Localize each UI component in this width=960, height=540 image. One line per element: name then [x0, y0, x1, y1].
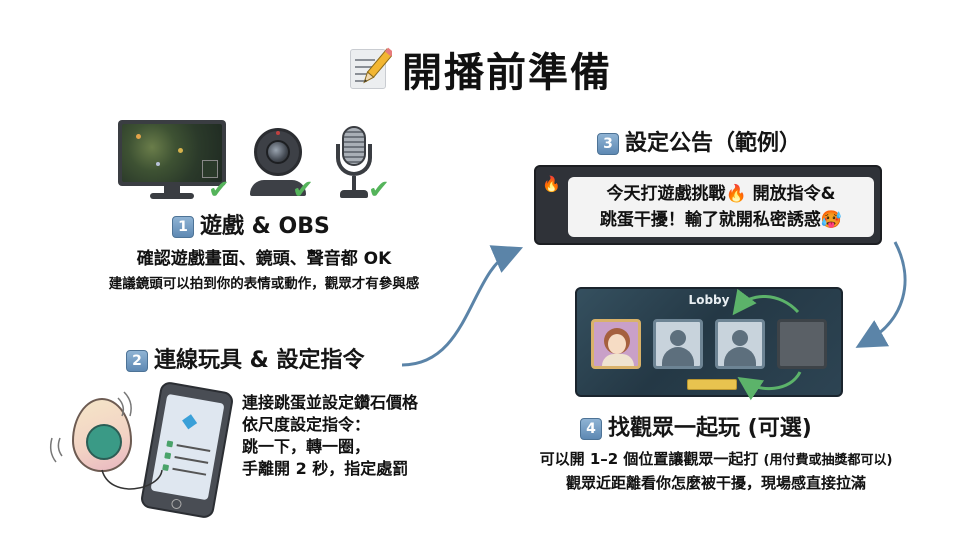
- empty-slot: [777, 319, 827, 369]
- lobby-swap-arrow-bottom: [737, 371, 802, 401]
- memo-pencil-icon: [348, 45, 392, 93]
- number-badge-1: 1: [172, 216, 194, 238]
- section-2-details: 連接跳蛋並設定鑽石價格 依尺度設定指令： 跳一下，轉一圈， 手離開 2 秒，指定…: [242, 393, 419, 478]
- arrow-2-to-3: [401, 245, 524, 367]
- announcement-line1: 今天打遊戲挑戰🔥 開放指令&: [606, 184, 836, 204]
- lobby-panel: Lobby: [575, 287, 843, 397]
- lobby-swap-arrow-top: [732, 288, 800, 316]
- check-icon: ✔: [368, 175, 390, 205]
- title-text: 開播前準備: [402, 50, 612, 96]
- arrow-3-to-4: [855, 241, 907, 348]
- page-title: 開播前準備: [0, 40, 960, 98]
- check-icon: ✔: [292, 175, 314, 205]
- viewer-slot: [715, 319, 765, 369]
- announcement-box: 🔥 今天打遊戲挑戰🔥 開放指令& 跳蛋干擾！輸了就開私密誘惑🥵: [534, 165, 882, 245]
- announcement-line2: 跳蛋干擾！輸了就開私密誘惑🥵: [599, 210, 843, 230]
- microphone-icon: [332, 126, 376, 202]
- viewer-slot: [653, 319, 703, 369]
- number-badge-3: 3: [597, 133, 619, 155]
- monitor-game-icon: [118, 120, 226, 200]
- lobby-label: Lobby: [688, 293, 730, 307]
- fire-icon: 🔥: [542, 175, 561, 193]
- number-badge-2: 2: [126, 350, 148, 372]
- webcam-icon: [250, 128, 306, 200]
- join-bar: [687, 379, 737, 390]
- section-1-line1: 確認遊戲畫面、鏡頭、聲音都 OK: [136, 249, 392, 269]
- section-4-line1: 可以開 1–2 個位置讓觀眾一起打 (用付費或抽獎都可以): [539, 450, 893, 468]
- section-4-line2: 觀眾近距離看你怎麼被干擾，現場感直接拉滿: [565, 474, 866, 492]
- host-avatar-slot: [591, 319, 641, 369]
- check-icon: ✔: [208, 175, 230, 205]
- egg-vibrator-icon: [72, 398, 132, 472]
- section-1-line2: 建議鏡頭可以拍到你的表情或動作，觀眾才有參與感: [108, 276, 420, 292]
- number-badge-4: 4: [580, 418, 602, 440]
